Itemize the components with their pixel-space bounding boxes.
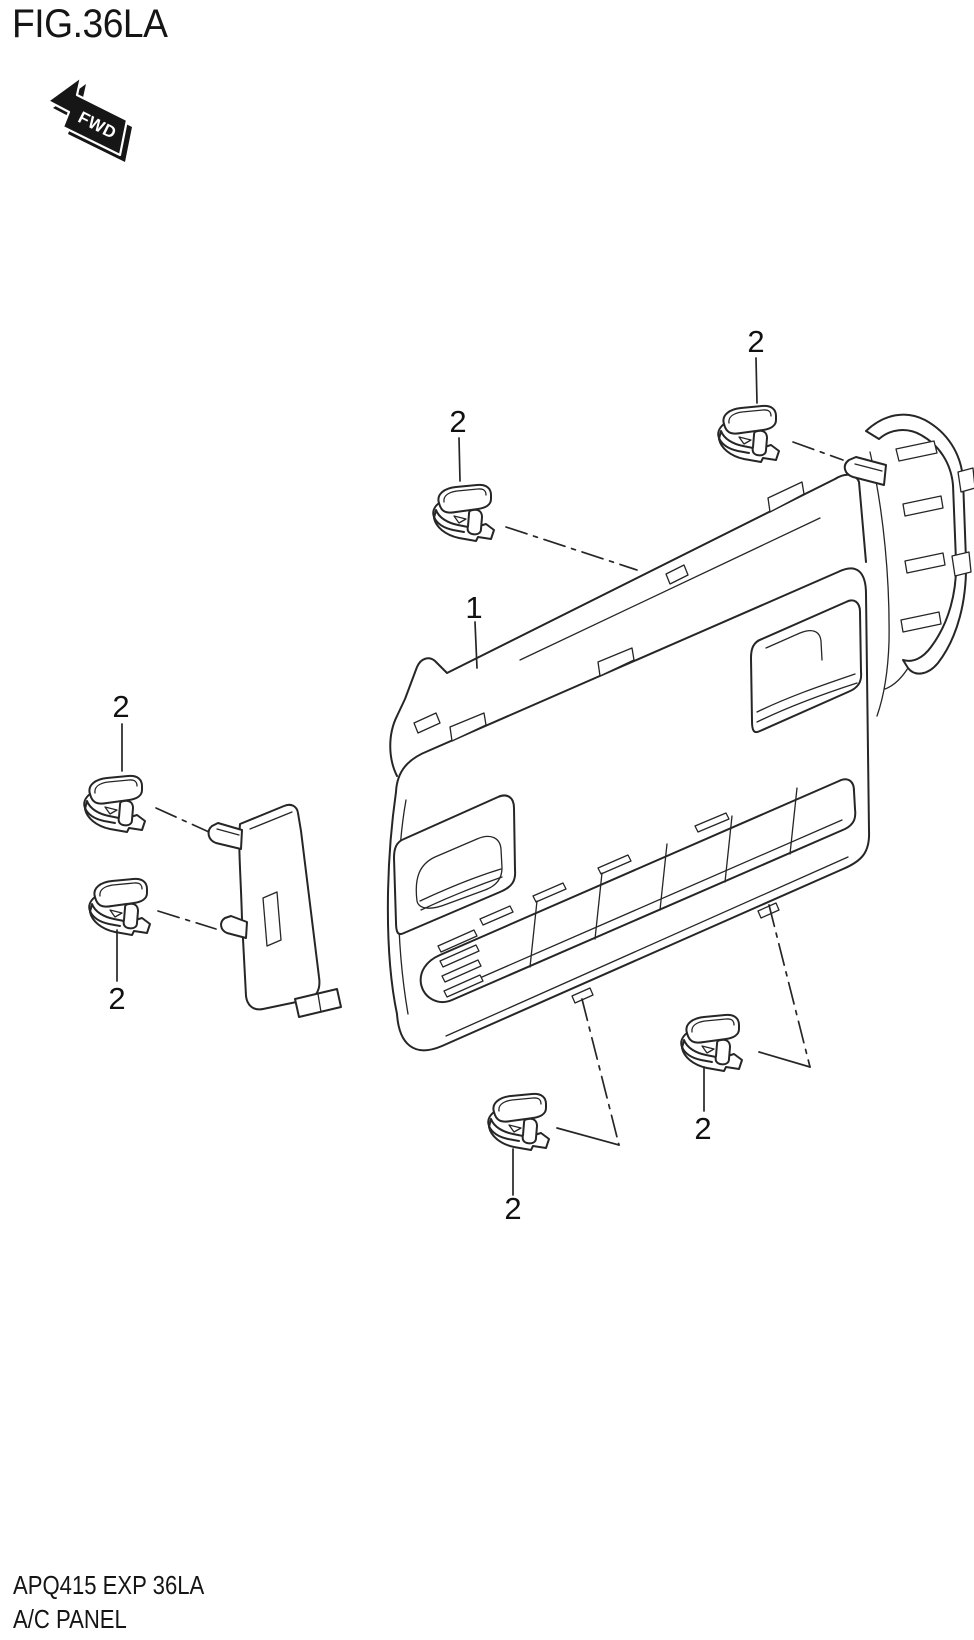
- ac-panel-drawing: [207, 413, 974, 1052]
- callout-clip-left-upper: 2: [112, 689, 129, 724]
- mounting-clip-left-upper: [83, 774, 146, 833]
- right-mount-bracket: [843, 413, 974, 690]
- panel-bottom-inner-line: [445, 856, 849, 1037]
- clip-mount-mark: [571, 987, 594, 1004]
- mounting-clip-bottom-right: [680, 1013, 743, 1072]
- callout-clip-bottom-middle: 2: [504, 1191, 521, 1226]
- callout-clip-top-right: 2: [747, 324, 764, 359]
- panel-rim-tab: [767, 481, 805, 513]
- clip-connection-lines: [155, 441, 844, 1146]
- mounting-clip-bottom-middle: [487, 1092, 550, 1151]
- mounting-clip-top-right: [717, 404, 780, 463]
- left-grille-slats: [437, 929, 484, 998]
- figure-footer: APQ415 EXP 36LA A/C PANEL: [13, 1568, 238, 1636]
- panel-rim-tab: [597, 647, 635, 677]
- right-vent-opening: [750, 599, 863, 734]
- figure-code: APQ415 EXP 36LA: [13, 1570, 205, 1600]
- mounting-clip-left-lower: [88, 877, 151, 936]
- callout-labels: 1 2 2 2 2 2 2: [108, 324, 764, 1226]
- button-slot-strip: [419, 778, 857, 1003]
- callout-clip-left-lower: 2: [108, 981, 125, 1016]
- bracket-tab-lower: [220, 915, 248, 939]
- figure-title: FIG.36LA: [12, 2, 168, 46]
- callout-panel: 1: [465, 590, 482, 625]
- mounting-clip-upper-middle: [432, 483, 495, 542]
- panel-rim-tab: [449, 712, 487, 742]
- callout-leader-lines: [116, 357, 758, 1196]
- clip-slot-hole: [665, 564, 689, 585]
- callout-clip-bottom-right: 2: [694, 1111, 711, 1146]
- callout-clip-upper-middle: 2: [449, 404, 466, 439]
- fwd-arrow-face: [46, 75, 129, 157]
- clip-slot-hole: [413, 712, 441, 734]
- left-mount-bracket: [207, 803, 342, 1018]
- bracket-tab-upper: [207, 822, 243, 850]
- figure-name: A/C PANEL: [13, 1604, 127, 1634]
- panel-top-inner-ledge: [519, 517, 821, 661]
- fwd-arrow-icon: FWD: [46, 75, 132, 162]
- panel-right-cap-line: [869, 451, 890, 717]
- left-vent-opening: [393, 794, 517, 936]
- panel-small-slots: [479, 812, 730, 926]
